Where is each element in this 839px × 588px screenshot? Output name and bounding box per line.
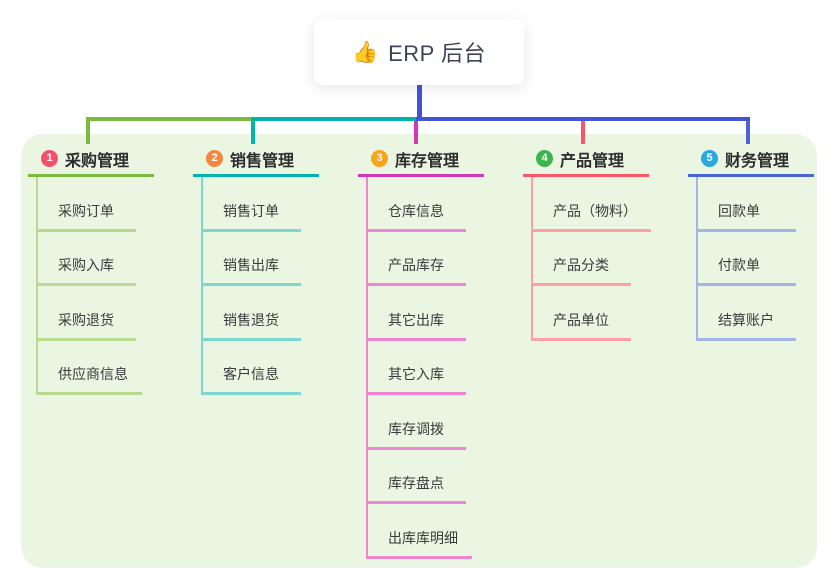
branch-node[interactable]: 4 产品管理 [523,143,649,177]
branch-drop-line [746,120,750,144]
branch-children: 采购订单采购入库采购退货供应商信息 [36,177,154,395]
branch-children: 回款单付款单结算账户 [696,177,814,341]
root-node-label: ERP 后台 [388,41,487,66]
child-node[interactable]: 产品单位 [531,286,631,341]
child-node-label: 产品（物料） [553,202,637,219]
root-node[interactable]: 👍 ERP 后台 [314,19,524,85]
branch-children: 仓库信息产品库存其它出库其它入库库存调拨库存盘点出库库明细 [366,177,484,559]
child-node-label: 产品单位 [553,311,609,328]
child-node[interactable]: 产品（物料） [531,177,651,232]
child-node[interactable]: 采购退货 [36,286,136,341]
child-node-label: 供应商信息 [58,366,128,382]
child-node-label: 出库库明细 [388,529,458,546]
branch: 3 库存管理仓库信息产品库存其它出库其它入库库存调拨库存盘点出库库明细 [358,143,484,559]
branch-label: 财务管理 [725,152,790,170]
child-node-label: 采购退货 [58,311,114,328]
branch-badge: 4 [536,150,553,167]
branch-child-connector [696,177,698,341]
child-node[interactable]: 库存盘点 [366,450,466,504]
branch-drop-line [581,120,585,144]
branch: 1 采购管理采购订单采购入库采购退货供应商信息 [28,143,154,395]
child-node-label: 结算账户 [718,311,774,328]
branch-node[interactable]: 1 采购管理 [28,143,154,177]
child-node-label: 采购入库 [58,257,114,273]
branch-child-connector [36,177,38,395]
branch-child-connector [201,177,203,395]
child-node[interactable]: 销售订单 [201,177,301,232]
branch-child-connector [531,177,533,341]
child-node[interactable]: 销售出库 [201,232,301,286]
rail-segment [251,117,417,121]
branch: 4 产品管理产品（物料） 产品分类产品单位 [523,143,651,341]
branch-badge: 1 [41,150,58,167]
child-node-label: 库存盘点 [388,475,444,491]
thumbs-up-icon: 👍 [351,40,379,64]
child-node-label: 采购订单 [58,202,114,219]
child-node[interactable]: 其它出库 [366,286,466,341]
branch-children: 产品（物料） 产品分类产品单位 [531,177,651,341]
child-node[interactable]: 回款单 [696,177,796,232]
child-node-label: 产品库存 [388,257,444,273]
branch-drop-line [251,120,255,144]
child-node-label: 客户信息 [223,366,279,382]
child-node[interactable]: 销售退货 [201,286,301,341]
child-node-label: 回款单 [718,202,760,219]
branch-drop-line [414,120,418,144]
child-node[interactable]: 出库库明细 [366,504,472,559]
child-node-label: 仓库信息 [388,202,444,219]
branch-label: 库存管理 [395,152,460,170]
child-node-label: 销售出库 [223,257,279,273]
branch-badge: 2 [206,150,223,167]
child-node-label: 销售退货 [223,311,279,328]
child-node-label: 其它入库 [388,366,444,382]
root-stem-line [417,84,422,121]
branch-node[interactable]: 3 库存管理 [358,143,484,177]
child-node-label: 库存调拨 [388,420,444,437]
rail-segment [86,117,251,121]
branch-label: 产品管理 [560,152,625,170]
child-node[interactable]: 付款单 [696,232,796,286]
child-node[interactable]: 采购入库 [36,232,136,286]
child-node[interactable]: 结算账户 [696,286,796,341]
branch-children: 销售订单销售出库销售退货客户信息 [201,177,319,395]
branch: 2 销售管理销售订单销售出库销售退货客户信息 [193,143,319,395]
child-node-label: 其它出库 [388,311,444,328]
child-node-label: 产品分类 [553,257,609,273]
rail-segment [416,117,750,121]
branch-child-connector [366,177,368,559]
child-node[interactable]: 库存调拨 [366,395,466,450]
child-node[interactable]: 客户信息 [201,341,301,395]
child-node-label: 付款单 [718,257,760,273]
child-node[interactable]: 产品库存 [366,232,466,286]
branch-label: 采购管理 [65,152,130,170]
branch-node[interactable]: 5 财务管理 [688,143,814,177]
branch: 5 财务管理回款单付款单结算账户 [688,143,814,341]
branch-node[interactable]: 2 销售管理 [193,143,319,177]
child-node[interactable]: 产品分类 [531,232,631,286]
branch-drop-line [86,120,90,144]
branch-badge: 5 [701,150,718,167]
child-node[interactable]: 其它入库 [366,341,466,395]
child-node[interactable]: 采购订单 [36,177,136,232]
branch-badge: 3 [371,150,388,167]
branch-label: 销售管理 [230,152,295,170]
branches-panel [21,134,817,568]
child-node[interactable]: 仓库信息 [366,177,466,232]
child-node[interactable]: 供应商信息 [36,341,142,395]
child-node-label: 销售订单 [223,202,279,219]
